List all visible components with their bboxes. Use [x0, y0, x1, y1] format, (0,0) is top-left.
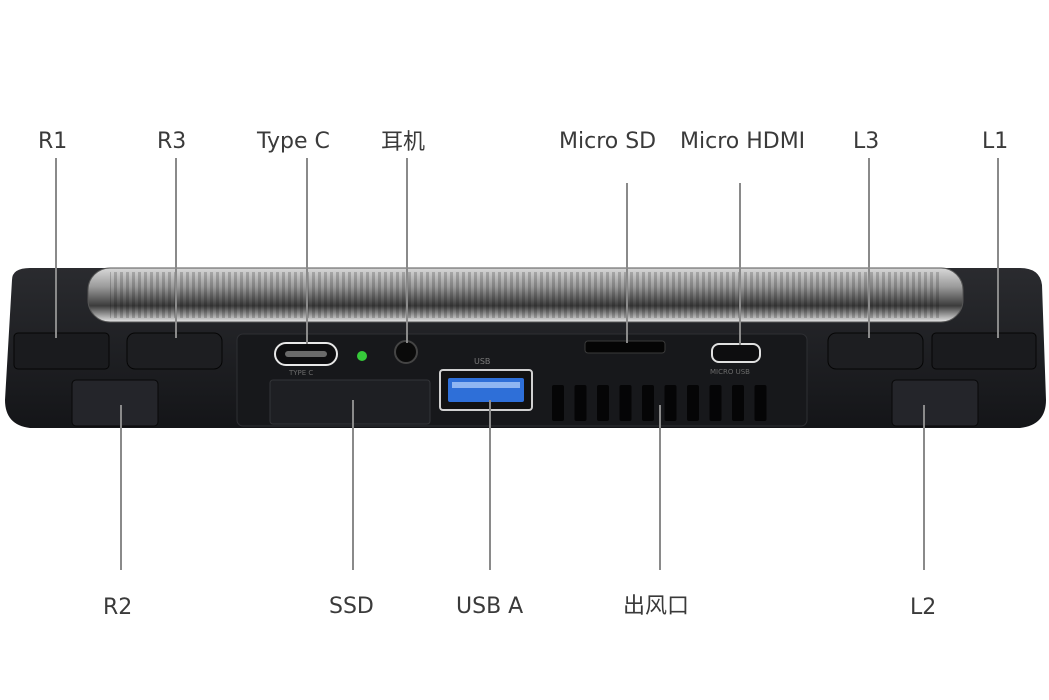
label-type-c: Type C: [257, 129, 330, 154]
label-r3: R3: [157, 129, 187, 154]
vent-slot: [709, 385, 722, 421]
l2-trigger: [891, 379, 979, 427]
ssd-cover: [269, 379, 431, 425]
leader-ssd: [352, 400, 354, 570]
label-micro-sd: Micro SD: [559, 129, 657, 154]
label-vent: 出风口: [623, 594, 690, 619]
leader-type-c: [306, 158, 308, 344]
leader-micro-hdmi: [739, 183, 741, 345]
r1-button: [13, 332, 110, 370]
vent-slot: [642, 385, 654, 421]
l1-button: [931, 332, 1037, 370]
vent-slots: [552, 385, 767, 421]
label-r1: R1: [38, 129, 68, 154]
vent-slot: [754, 385, 767, 421]
vent-slot: [619, 385, 632, 421]
vent-slot: [597, 385, 609, 421]
vent-slot: [574, 385, 587, 421]
headphone-jack: [394, 340, 418, 364]
label-usb-a: USB A: [456, 594, 524, 619]
print-micro-usb: MICRO USB: [710, 368, 750, 376]
micro-hdmi-port: [711, 343, 761, 363]
vent-slot: [664, 385, 677, 421]
leader-l2: [923, 405, 925, 570]
leader-micro-sd: [626, 183, 628, 343]
vent-slot: [687, 385, 699, 421]
vent-slot: [732, 385, 744, 421]
vent-slot: [552, 385, 564, 421]
leader-vent: [659, 405, 661, 570]
leader-r1: [55, 158, 57, 338]
leader-r3: [175, 158, 177, 338]
l3-button: [827, 332, 924, 370]
leader-usb-a: [489, 400, 491, 570]
label-micro-hdmi: Micro HDMI: [680, 129, 806, 154]
label-l2: L2: [910, 595, 937, 620]
label-l3: L3: [853, 129, 880, 154]
label-ssd: SSD: [329, 594, 374, 619]
print-usb: USB: [474, 357, 491, 366]
leader-l1: [997, 158, 999, 338]
print-type-c: TYPE C: [289, 369, 314, 377]
micro-sd-slot: [584, 340, 666, 354]
r2-trigger: [71, 379, 159, 427]
leader-l3: [868, 158, 870, 338]
power-led: [357, 351, 367, 361]
r3-button: [126, 332, 223, 370]
label-l1: L1: [982, 129, 1009, 154]
leader-headphone: [406, 158, 408, 343]
label-headphone: 耳机: [381, 130, 426, 155]
label-r2: R2: [103, 595, 133, 620]
leader-r2: [120, 405, 122, 570]
